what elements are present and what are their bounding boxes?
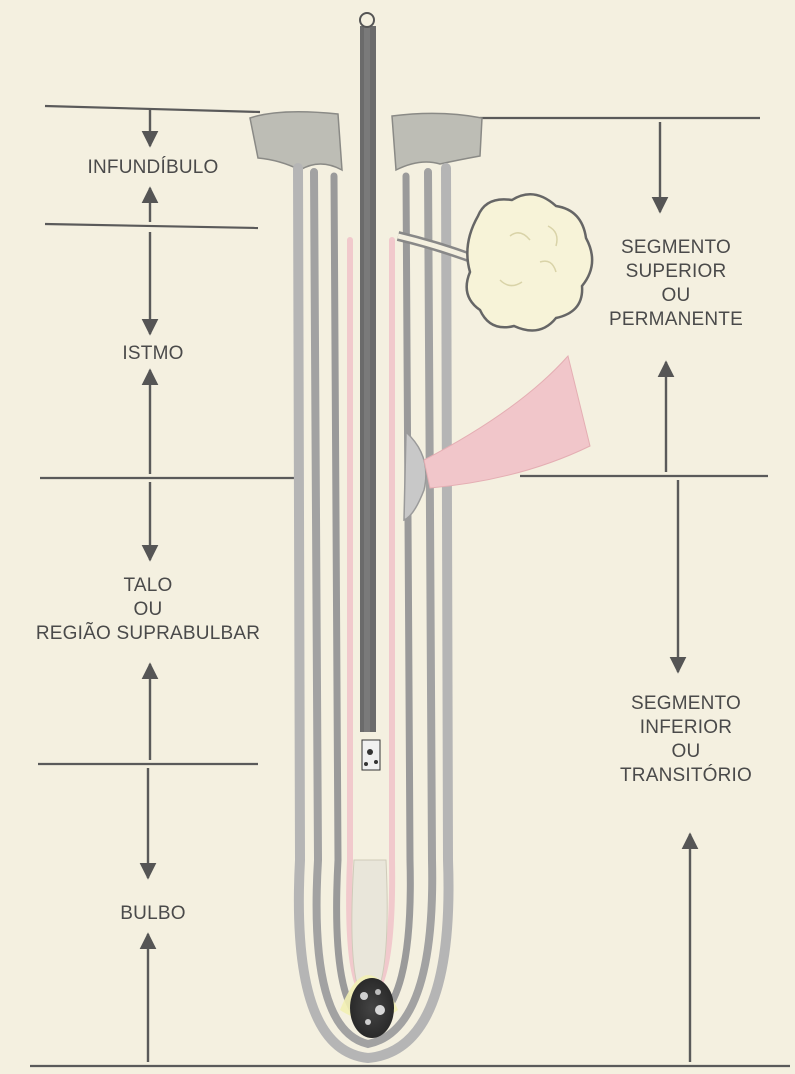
epidermis-right xyxy=(392,113,482,170)
label-superior-line4: PERMANENTE xyxy=(586,308,766,332)
label-talo: TALO OU REGIÃO SUPRABULBAR xyxy=(8,574,288,646)
hair-tip xyxy=(360,13,374,27)
label-talo-line2: OU xyxy=(8,598,288,622)
label-talo-line1: TALO xyxy=(8,574,288,598)
ref-line-top-left xyxy=(45,106,260,112)
label-istmo: ISTMO xyxy=(58,342,248,366)
ref-line-infundibulo-istmo xyxy=(45,224,258,228)
label-segmento-superior: SEGMENTO SUPERIOR OU PERMANENTE xyxy=(586,236,766,332)
label-superior-line2: SUPERIOR xyxy=(586,260,766,284)
label-inferior-line1: SEGMENTO xyxy=(596,692,776,716)
label-superior-line3: OU xyxy=(586,284,766,308)
epidermis-left xyxy=(250,112,342,170)
hair-shaft xyxy=(360,13,380,770)
label-bulbo: BULBO xyxy=(58,902,248,926)
label-inferior-line3: OU xyxy=(596,740,776,764)
label-segmento-inferior: SEGMENTO INFERIOR OU TRANSITÓRIO xyxy=(596,692,776,788)
dermal-papilla xyxy=(350,978,394,1038)
label-inferior-line2: INFERIOR xyxy=(596,716,776,740)
label-infundibulo: INFUNDÍBULO xyxy=(58,156,248,180)
label-talo-line3: REGIÃO SUPRABULBAR xyxy=(8,622,288,646)
label-inferior-line4: TRANSITÓRIO xyxy=(596,764,776,788)
bulge xyxy=(404,432,426,520)
label-superior-line1: SEGMENTO xyxy=(586,236,766,260)
sebaceous-gland xyxy=(467,194,592,330)
